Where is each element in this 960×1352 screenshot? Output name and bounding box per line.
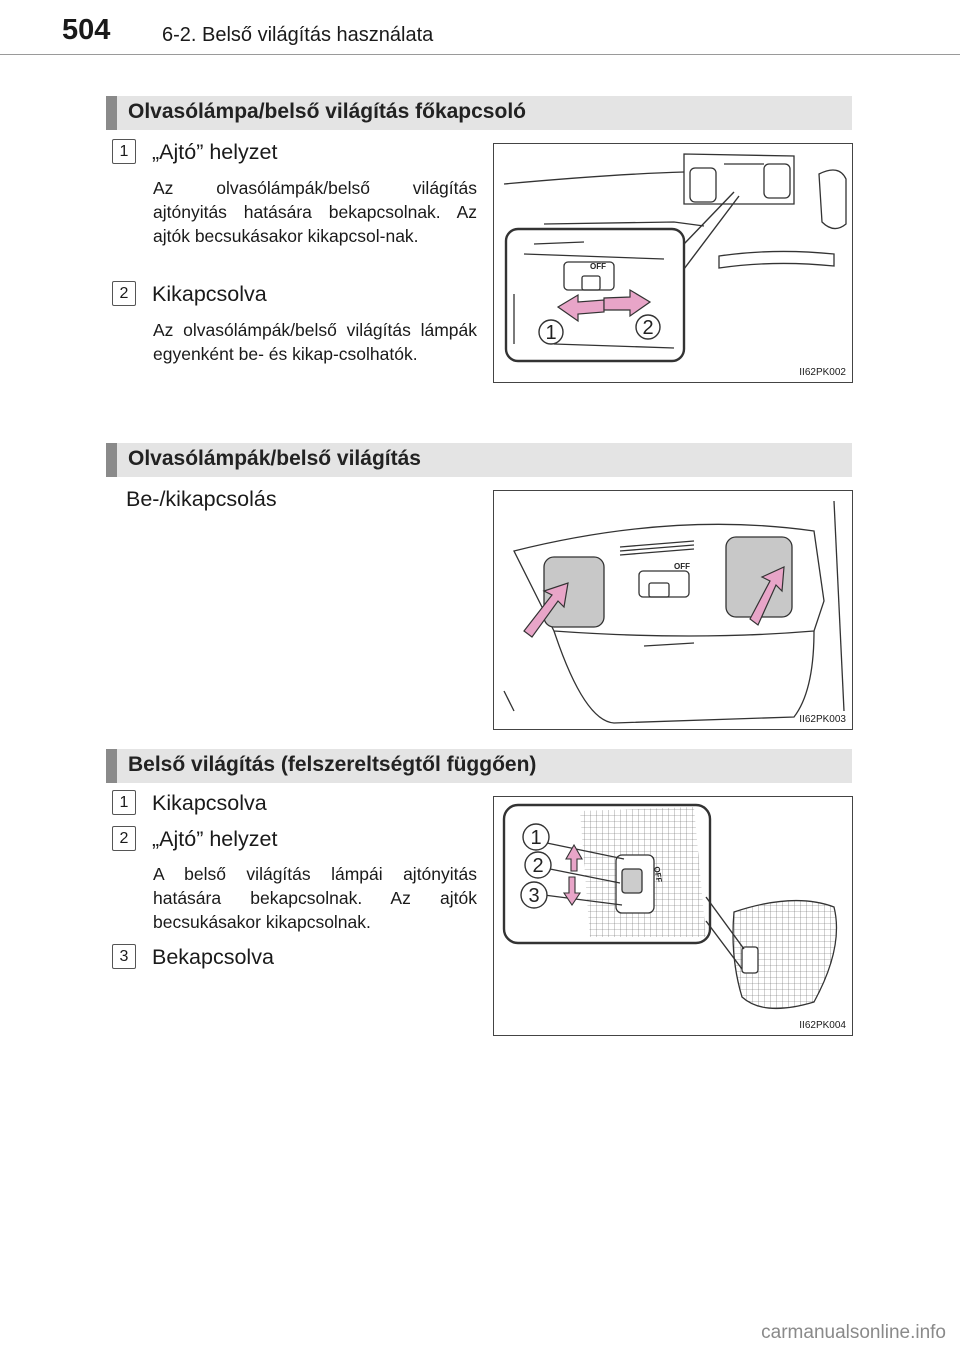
off-label: OFF bbox=[590, 262, 606, 271]
callout-3 bbox=[520, 881, 548, 909]
callout-2 bbox=[524, 851, 552, 879]
off-label: OFF bbox=[674, 562, 690, 571]
item-label: Bekapcsolva bbox=[152, 945, 274, 969]
item-label: Kikapcsolva bbox=[152, 791, 267, 815]
off-label: OFF bbox=[652, 866, 664, 883]
item-label: Kikapcsolva bbox=[152, 282, 267, 306]
arrow-up-icon bbox=[565, 843, 583, 872]
section-heading-main-switch: Olvasólámpa/belső világítás főkapcsoló bbox=[106, 96, 852, 130]
figure-code: II62PK003 bbox=[799, 714, 846, 725]
item-label: „Ajtó” helyzet bbox=[152, 140, 278, 164]
press-arrow-left-icon bbox=[523, 582, 569, 638]
press-arrow-right-icon bbox=[749, 566, 785, 626]
list-item-door-position: 2 „Ajtó” helyzet bbox=[112, 825, 278, 853]
item-number: 1 bbox=[112, 789, 136, 815]
arrow-left-icon bbox=[556, 293, 605, 323]
callout-1 bbox=[538, 319, 564, 345]
list-item-off: 1 Kikapcsolva bbox=[112, 789, 267, 817]
header-divider bbox=[0, 54, 960, 55]
figure-code: II62PK002 bbox=[799, 367, 846, 378]
watermark: carmanualsonline.info bbox=[761, 1322, 946, 1343]
callout-2-label: 2 bbox=[642, 317, 653, 339]
item-description: Az olvasólámpák/belső világítás lámpák e… bbox=[153, 320, 477, 364]
chapter-title: 6-2. Belső világítás használata bbox=[162, 24, 434, 46]
callout-1-label: 1 bbox=[545, 322, 556, 344]
callout-1 bbox=[522, 823, 550, 851]
arrow-right-icon bbox=[603, 288, 652, 318]
figure-code: II62PK004 bbox=[799, 1020, 846, 1031]
list-item-door-position: 1 „Ajtó” helyzet bbox=[112, 138, 278, 166]
figure-interior-light: OFF 1 2 3 II62PK004 bbox=[493, 796, 853, 1036]
figure-main-switch: OFF 1 2 II62PK002 bbox=[493, 143, 853, 383]
interior-light-illustration: OFF 1 2 3 bbox=[502, 803, 838, 1010]
overhead-console-illustration: OFF 1 2 bbox=[503, 153, 847, 363]
item-number: 2 bbox=[112, 825, 136, 851]
callout-3-label: 3 bbox=[528, 885, 539, 907]
item-number: 3 bbox=[112, 943, 136, 969]
item-label: „Ajtó” helyzet bbox=[152, 827, 278, 851]
reading-lamps-illustration: OFF bbox=[503, 500, 845, 724]
section-heading-reading-lamps: Olvasólámpák/belső világítás bbox=[106, 443, 852, 477]
page-number: 504 bbox=[62, 14, 111, 46]
item-number: 1 bbox=[112, 138, 136, 164]
section-heading-interior-light: Belső világítás (felszereltségtől függőe… bbox=[106, 749, 852, 783]
on-off-text: Be-/kikapcsolás bbox=[126, 487, 277, 511]
callout-2-label: 2 bbox=[532, 855, 543, 877]
callout-1-label: 1 bbox=[530, 827, 541, 849]
callout-2 bbox=[635, 314, 661, 340]
item-description: Az olvasólámpák/belső világítás ajtónyit… bbox=[153, 178, 477, 246]
arrow-down-icon bbox=[562, 876, 582, 906]
figure-reading-lamps: OFF II62PK003 bbox=[493, 490, 853, 730]
item-number: 2 bbox=[112, 280, 136, 306]
list-item-off: 2 Kikapcsolva bbox=[112, 280, 267, 308]
list-item-on: 3 Bekapcsolva bbox=[112, 943, 274, 971]
item-description: A belső világítás lámpái ajtónyitás hatá… bbox=[153, 864, 477, 932]
